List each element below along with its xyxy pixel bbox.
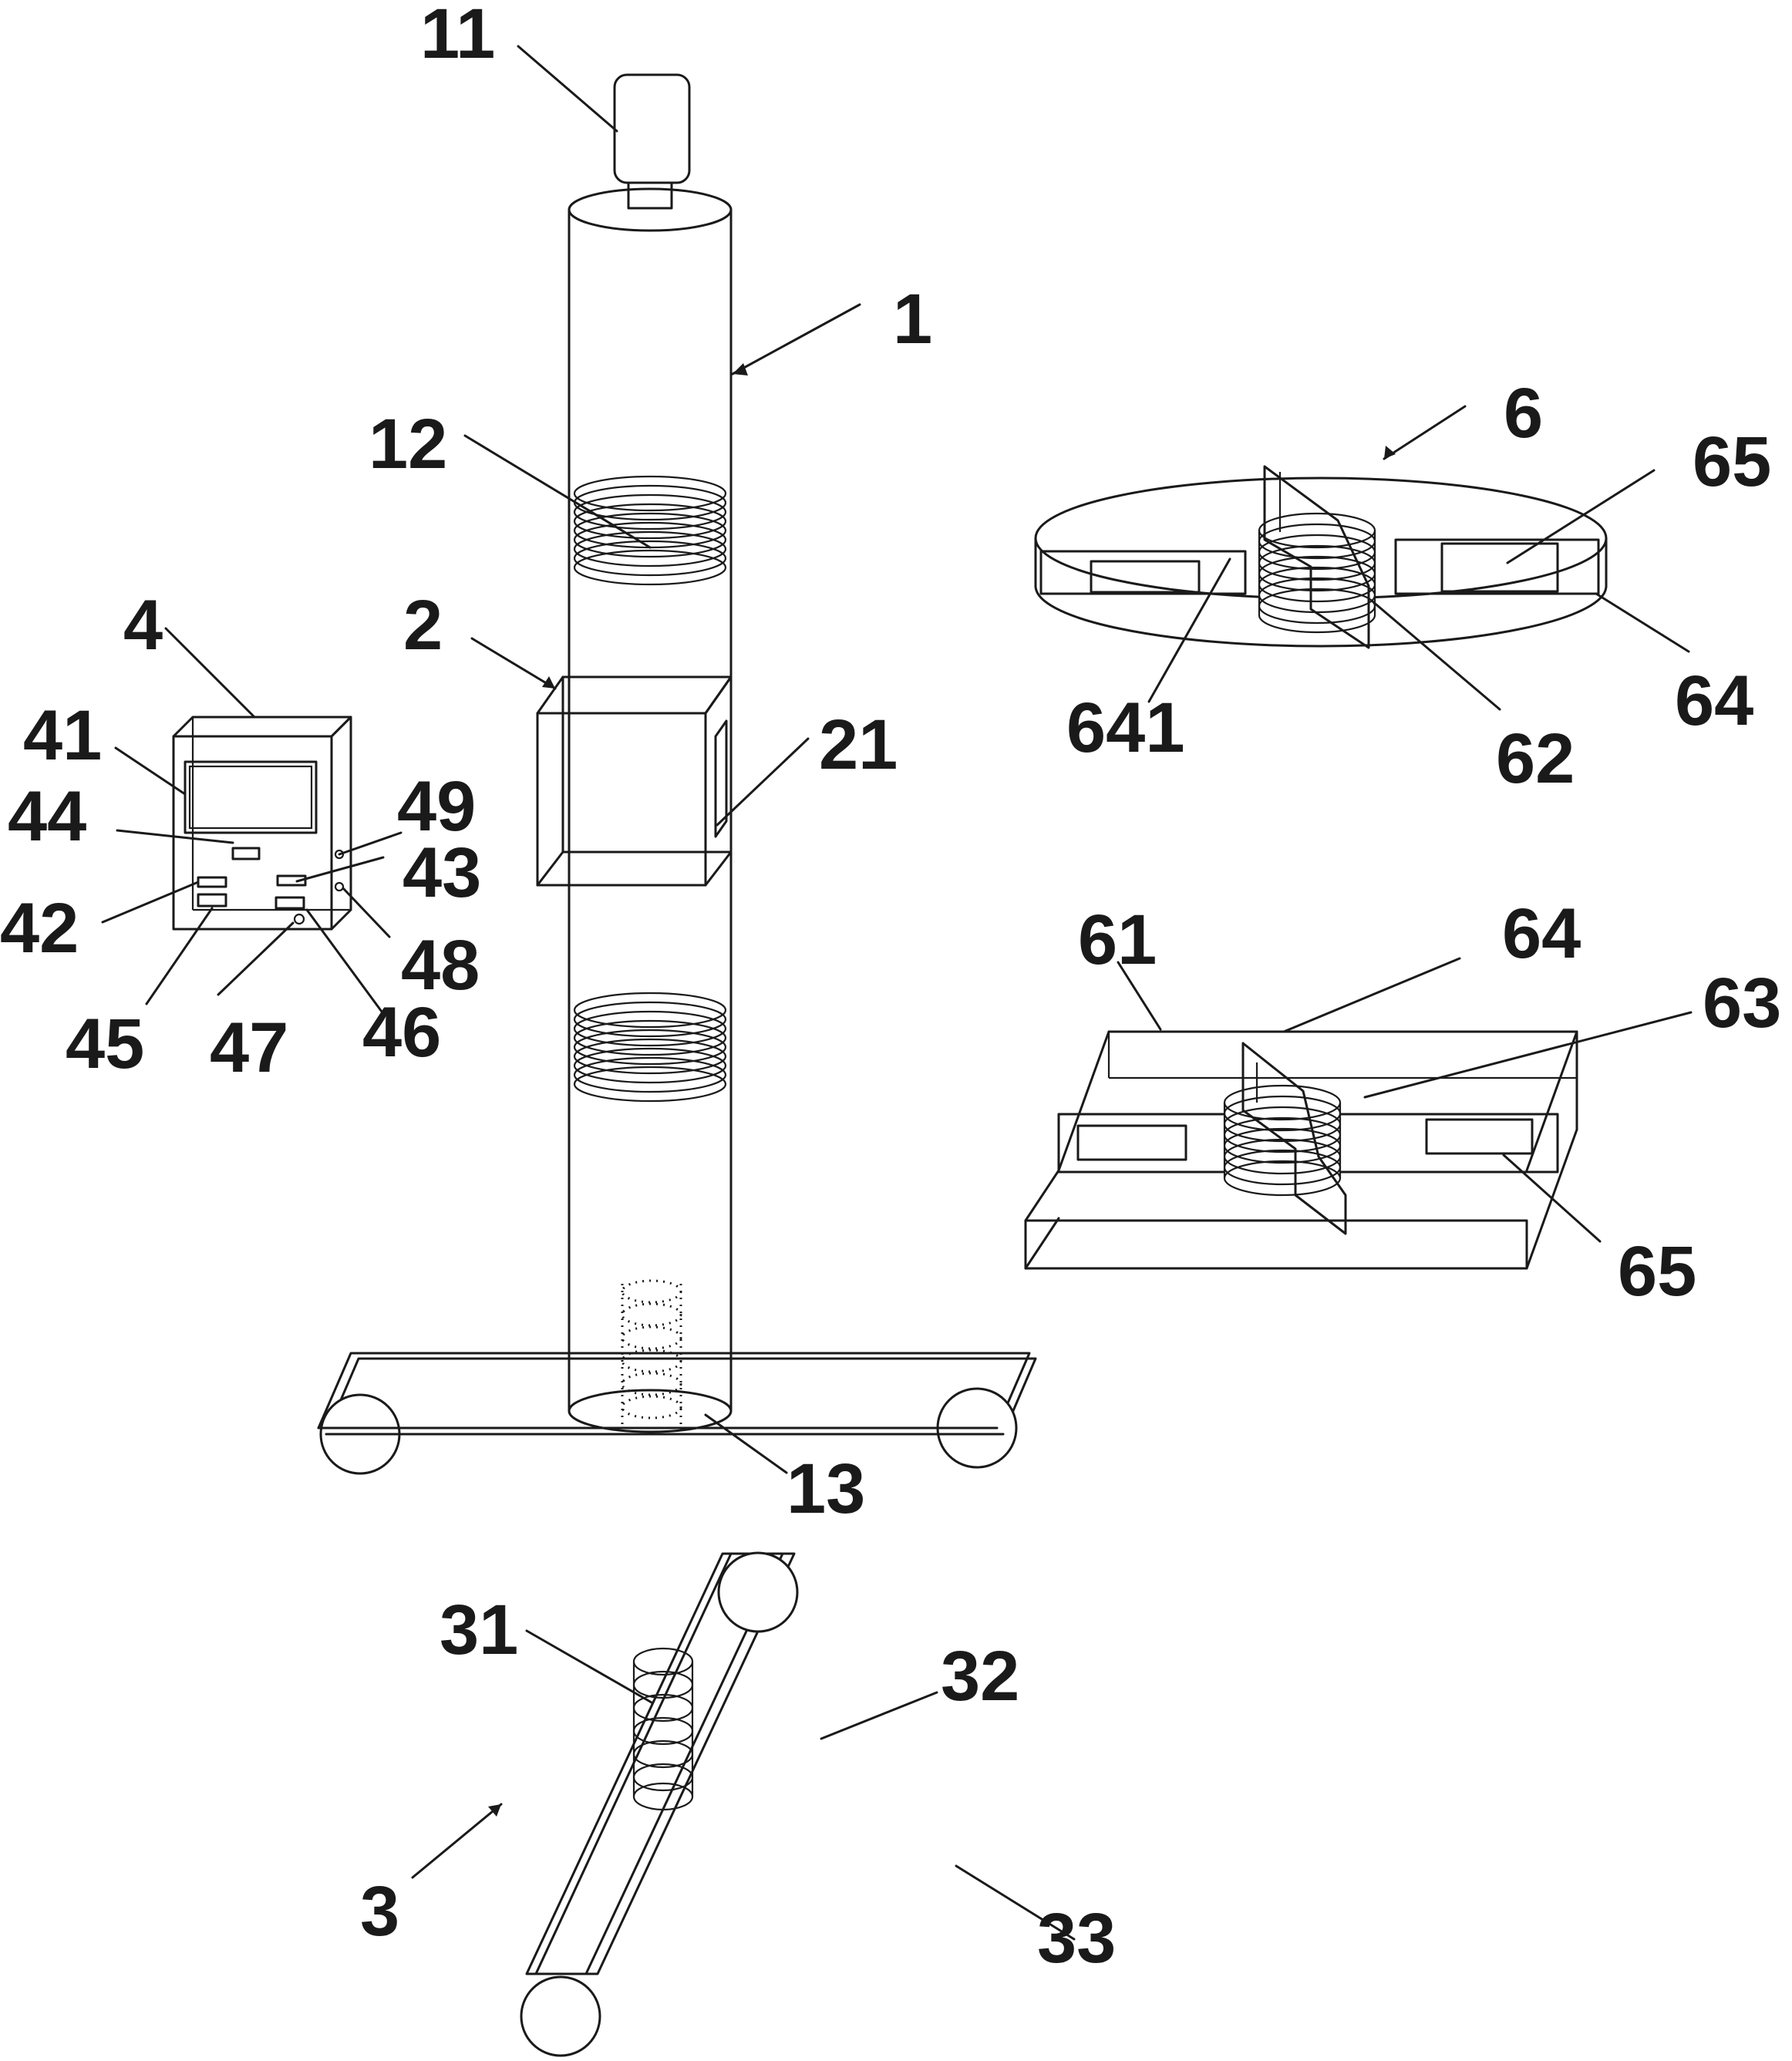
label-62: 62 bbox=[1496, 719, 1575, 798]
button-45 bbox=[197, 893, 227, 908]
side-port-48 bbox=[334, 881, 345, 892]
disk-assembly bbox=[1034, 465, 1608, 649]
reference-labels: 11 1 12 2 21 13 4 41 44 42 45 47 46 49 4… bbox=[0, 0, 1781, 1978]
label-1: 1 bbox=[893, 280, 932, 359]
label-2: 2 bbox=[403, 586, 443, 665]
belt-spring bbox=[632, 1647, 694, 1811]
tube-assembly bbox=[536, 73, 733, 1433]
label-64-mid: 64 bbox=[1502, 894, 1581, 973]
button-42 bbox=[197, 876, 227, 888]
label-65-mid: 65 bbox=[1618, 1232, 1696, 1311]
display-screen bbox=[184, 760, 318, 834]
control-box bbox=[172, 716, 352, 931]
label-12: 12 bbox=[369, 405, 447, 483]
label-45: 45 bbox=[66, 1005, 144, 1083]
label-4: 4 bbox=[123, 586, 163, 665]
label-47: 47 bbox=[210, 1009, 288, 1087]
label-31: 31 bbox=[440, 1591, 518, 1669]
tray-assembly bbox=[1024, 1030, 1578, 1270]
label-32: 32 bbox=[941, 1637, 1019, 1716]
indicator bbox=[231, 847, 261, 860]
disk-hub-coil bbox=[1258, 512, 1376, 634]
leader-lines bbox=[101, 45, 1693, 1941]
sliding-box bbox=[536, 675, 733, 887]
label-63: 63 bbox=[1703, 964, 1781, 1042]
upper-coil bbox=[573, 475, 727, 586]
label-49: 49 bbox=[397, 767, 476, 846]
label-13: 13 bbox=[787, 1450, 865, 1528]
tube-top-ellipse bbox=[568, 187, 733, 232]
side-port-49 bbox=[334, 849, 345, 860]
label-11: 11 bbox=[420, 0, 495, 73]
bottom-port-47 bbox=[293, 913, 305, 925]
tray-hub-coil bbox=[1223, 1084, 1342, 1197]
button-46 bbox=[275, 896, 305, 910]
label-41: 41 bbox=[23, 696, 102, 775]
label-42: 42 bbox=[0, 889, 79, 968]
label-46: 46 bbox=[362, 993, 441, 1072]
dotted-spring bbox=[621, 1279, 682, 1426]
label-61: 61 bbox=[1078, 901, 1157, 979]
button-43 bbox=[276, 874, 307, 887]
label-33: 33 bbox=[1037, 1899, 1116, 1978]
crossed-belt-assembly bbox=[317, 1352, 1037, 2057]
label-44: 44 bbox=[8, 777, 86, 856]
label-65-top: 65 bbox=[1693, 423, 1771, 501]
label-6: 6 bbox=[1504, 374, 1543, 453]
label-3: 3 bbox=[360, 1872, 399, 1951]
label-641: 641 bbox=[1066, 689, 1185, 767]
label-64-top: 64 bbox=[1675, 662, 1753, 740]
label-21: 21 bbox=[819, 706, 898, 784]
label-48: 48 bbox=[401, 926, 480, 1005]
arrowheads bbox=[488, 363, 1396, 1817]
label-43: 43 bbox=[403, 833, 481, 912]
motor-shaft bbox=[627, 181, 673, 210]
motor bbox=[613, 73, 691, 184]
lower-coil bbox=[573, 992, 727, 1103]
tube-bottom-ellipse bbox=[568, 1389, 733, 1433]
